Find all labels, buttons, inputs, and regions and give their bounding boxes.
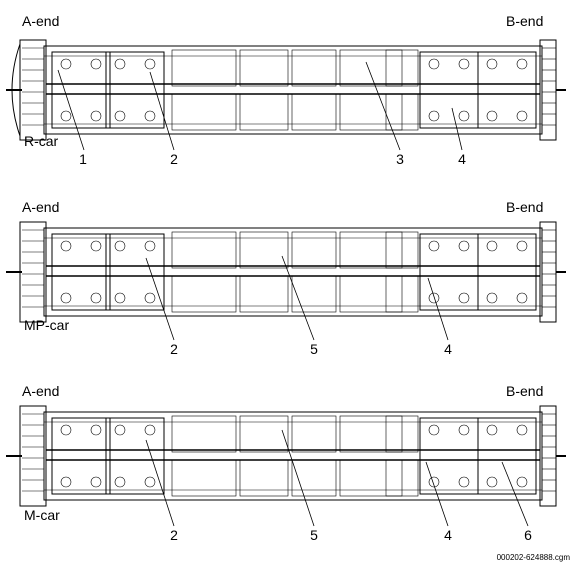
mp-leader-2 xyxy=(145,257,175,341)
r-car-name-label: R-car xyxy=(24,133,59,149)
r-car-callout-2: 2 xyxy=(170,151,178,167)
r-leader-4 xyxy=(451,107,463,151)
m-equipment-box-3 xyxy=(291,415,337,453)
r-bogie-2 xyxy=(105,51,165,129)
m-leader-5 xyxy=(281,429,315,527)
m-leader-4 xyxy=(425,461,449,527)
mp-body-outline xyxy=(43,227,543,317)
figure-id: 000202-624888.cgm xyxy=(496,553,570,562)
m-equipment-box-2 xyxy=(239,415,289,453)
m-bogie-3 xyxy=(419,417,479,495)
m-car-body xyxy=(6,405,566,507)
m-bogie-1 xyxy=(51,417,111,495)
mp-car-a-end-label: A-end xyxy=(22,199,60,215)
m-leader-2 xyxy=(145,439,175,527)
mp-bogie-4 xyxy=(477,233,537,311)
r-leader-1 xyxy=(57,69,85,151)
m-car-callout-6: 6 xyxy=(524,527,532,543)
m-leader-6 xyxy=(501,461,529,527)
mp-car-b-end-label: B-end xyxy=(506,199,544,215)
mp-bogie-2 xyxy=(105,233,165,311)
mp-equipment-box-5 xyxy=(385,231,419,269)
mp-car-callout-4: 4 xyxy=(444,341,452,357)
r-equipment-box-3 xyxy=(291,49,337,87)
r-equipment-box-4 xyxy=(339,49,403,87)
r-cab-nose xyxy=(11,43,21,137)
m-car-callout-4: 4 xyxy=(444,527,452,543)
mp-bogie-3 xyxy=(419,233,479,311)
r-bogie-4 xyxy=(477,51,537,129)
r-car-callout-1: 1 xyxy=(79,151,87,167)
r-equipment-box-1 xyxy=(171,49,237,87)
r-body-outline xyxy=(43,45,543,135)
r-car-body xyxy=(6,39,566,141)
m-bogie-4 xyxy=(477,417,537,495)
m-car-name-label: M-car xyxy=(24,507,60,523)
mp-equipment-box-2 xyxy=(239,231,289,269)
r-bogie-3 xyxy=(419,51,479,129)
m-equipment-box-1 xyxy=(171,415,237,453)
m-body-outline xyxy=(43,411,543,501)
mp-car-callout-2: 2 xyxy=(170,341,178,357)
m-equipment-box-5 xyxy=(385,415,419,453)
mp-equipment-box-1 xyxy=(171,231,237,269)
m-car-callout-2: 2 xyxy=(170,527,178,543)
mp-equipment-box-4 xyxy=(339,231,403,269)
mp-leader-4 xyxy=(427,277,449,341)
m-car-a-end-label: A-end xyxy=(22,383,60,399)
m-car-b-end-label: B-end xyxy=(506,383,544,399)
mp-equipment-box-3 xyxy=(291,231,337,269)
r-car-callout-3: 3 xyxy=(396,151,404,167)
r-car-a-end-label: A-end xyxy=(22,13,60,29)
r-equipment-box-5 xyxy=(385,49,419,87)
r-leader-2 xyxy=(149,71,175,151)
m-car-callout-5: 5 xyxy=(310,527,318,543)
mp-leader-5 xyxy=(281,255,315,341)
r-car-callout-4: 4 xyxy=(458,151,466,167)
m-equipment-box-4 xyxy=(339,415,403,453)
mp-car-name-label: MP-car xyxy=(24,317,70,333)
mp-car-body xyxy=(6,221,566,323)
r-leader-3 xyxy=(365,61,401,151)
m-bogie-2 xyxy=(105,417,165,495)
mp-bogie-1 xyxy=(51,233,111,311)
r-bogie-1 xyxy=(51,51,111,129)
r-car-b-end-label: B-end xyxy=(506,13,544,29)
r-equipment-box-2 xyxy=(239,49,289,87)
mp-car-callout-5: 5 xyxy=(310,341,318,357)
